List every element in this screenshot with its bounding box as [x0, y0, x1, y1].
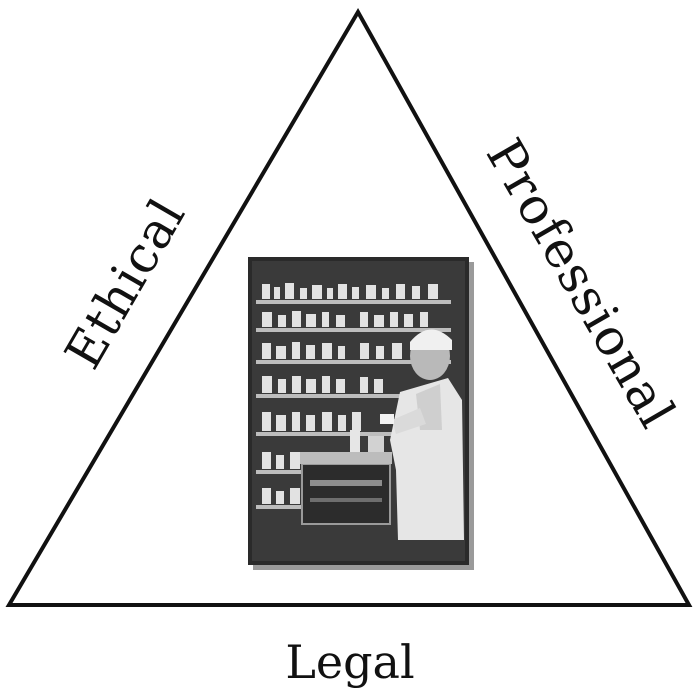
- bottle-rows: [262, 283, 438, 504]
- shelf-rows: [256, 300, 451, 509]
- bottom-label: Legal: [285, 635, 414, 689]
- left-side-label: Ethical: [54, 189, 197, 379]
- pharmacy-photo: [248, 257, 469, 565]
- triangle-outline: [5, 7, 693, 607]
- pharmacist-figure: [380, 329, 464, 540]
- counter: [300, 430, 392, 525]
- right-side-label: Professional: [475, 129, 687, 438]
